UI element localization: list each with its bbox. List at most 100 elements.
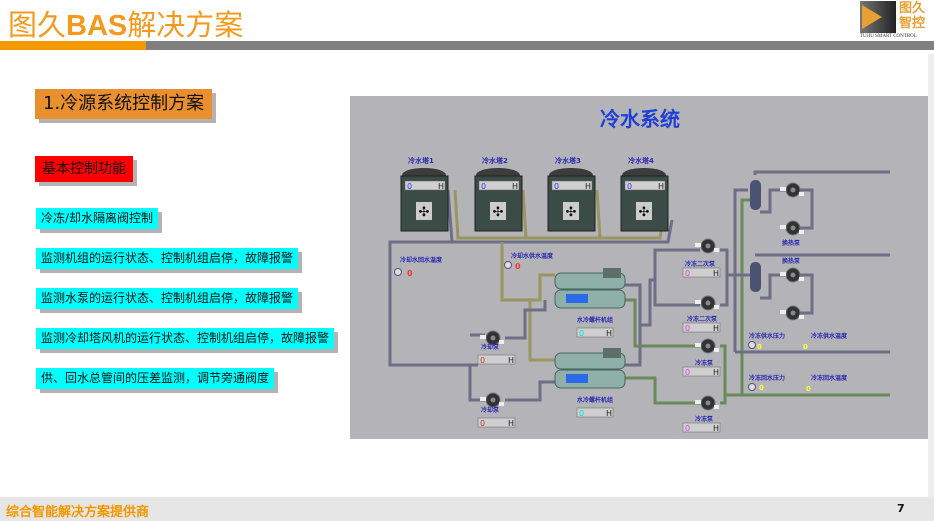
tower-label: 冷水塔1	[408, 156, 434, 165]
svg-text:✣: ✣	[639, 205, 650, 220]
readout-unit: H	[508, 419, 514, 428]
supply-pressure-label: 冷冻供水压力	[749, 332, 785, 340]
readout-value: 0	[480, 356, 485, 365]
cooling-supply-temp-label: 冷却水供水温度	[511, 252, 554, 260]
return-temp-value: 0	[806, 385, 811, 393]
feature-item: 供、回水总管间的压差监测，调节旁通阀度	[36, 368, 279, 393]
readout-unit: H	[508, 356, 514, 365]
readout-unit: H	[585, 182, 591, 191]
heat-pump-label: 换热泵	[782, 257, 801, 265]
supply-temp-value: 0	[803, 343, 808, 351]
readout-value: 0	[554, 182, 559, 191]
readout-value: 0	[685, 424, 690, 433]
page-number: 7	[897, 502, 905, 515]
feature-item: 监测机组的运行状态、控制机组启停，故障报警	[36, 248, 303, 273]
feature-item: 监测水泵的运行状态、控制机组启停，故障报警	[36, 288, 303, 313]
readout-unit: H	[606, 409, 612, 418]
scrollbar[interactable]	[928, 54, 934, 497]
readout-value: 0	[685, 324, 690, 333]
readout-value: 0	[579, 329, 584, 338]
section-heading: 1.冷源系统控制方案	[35, 89, 217, 123]
chiller-label: 水冷螺杆机组	[577, 316, 613, 324]
readout-value: 0	[481, 182, 486, 191]
supply-pressure-value: 0	[757, 343, 762, 351]
company-logo: 图久智控 TUJIU SMART CONTROL	[860, 1, 926, 39]
chiller-label: 水冷螺杆机组	[577, 396, 613, 404]
heat-pump-label: 换热泵	[782, 239, 801, 247]
supply-temp-label: 冷冻供水温度	[811, 332, 848, 340]
heat-exchange-pump[interactable]	[780, 182, 804, 198]
diagram-title: 冷水系统	[600, 107, 680, 131]
pump-label: 冷却泵	[481, 406, 500, 414]
pipes	[388, 170, 890, 405]
fan-icon	[636, 202, 652, 220]
svg-text:✣: ✣	[566, 205, 577, 220]
feature-item: 监测冷却塔风机的运行状态、控制机组启停，故障报警	[36, 328, 339, 353]
title-bar-accent	[0, 41, 146, 50]
tower-label: 冷水塔2	[482, 156, 508, 165]
pump-label: 冷冻二次泵	[687, 315, 718, 323]
cooling-tower-4[interactable]: 冷水塔4 0 H ✣	[620, 156, 669, 232]
readout-value: 0	[407, 182, 412, 191]
readout-value: 0	[579, 409, 584, 418]
separator-1	[750, 180, 761, 210]
pump-label: 冷冻二次泵	[685, 260, 716, 268]
thermometer-icon	[504, 261, 512, 269]
heat-exchange-pump[interactable]	[780, 267, 804, 283]
readout-value: 0	[685, 368, 690, 377]
fan-icon	[416, 202, 432, 220]
fan-icon	[563, 202, 579, 220]
svg-text:✣: ✣	[419, 205, 430, 220]
return-pressure-label: 冷冻回水压力	[749, 374, 785, 382]
pressure-gauge-icon	[748, 341, 756, 349]
readout-unit: H	[713, 324, 719, 333]
heat-exchange-pump[interactable]	[780, 305, 804, 321]
pump-label: 冷却泵	[481, 343, 500, 351]
section-subheading: 基本控制功能	[35, 156, 137, 186]
separator-2	[750, 262, 761, 292]
slide-title: 图久BAS解决方案	[8, 8, 244, 42]
fan-icon	[490, 202, 506, 220]
readout-unit: H	[713, 269, 719, 278]
heat-exchange-pump[interactable]	[780, 220, 804, 236]
readout-unit: H	[512, 182, 518, 191]
readout-unit: H	[713, 424, 719, 433]
readout-value: 0	[480, 419, 485, 428]
readout-unit: H	[658, 182, 664, 191]
readout-value: 0	[685, 269, 690, 278]
pressure-gauge-icon	[748, 383, 756, 391]
readout-unit: H	[438, 182, 444, 191]
return-pressure-value: 0	[759, 384, 764, 392]
pump-label: 冷冻泵	[695, 415, 714, 423]
thermometer-icon	[394, 268, 402, 276]
return-temp-label: 冷冻回水温度	[811, 374, 848, 382]
footer-text: 综合智能解决方案提供商	[6, 505, 150, 520]
tower-label: 冷水塔4	[628, 156, 654, 165]
cooling-return-temp-label: 冷却水回水温度	[400, 256, 443, 264]
footer: 综合智能解决方案提供商 7	[0, 497, 934, 521]
readout-value: 0	[627, 182, 632, 191]
